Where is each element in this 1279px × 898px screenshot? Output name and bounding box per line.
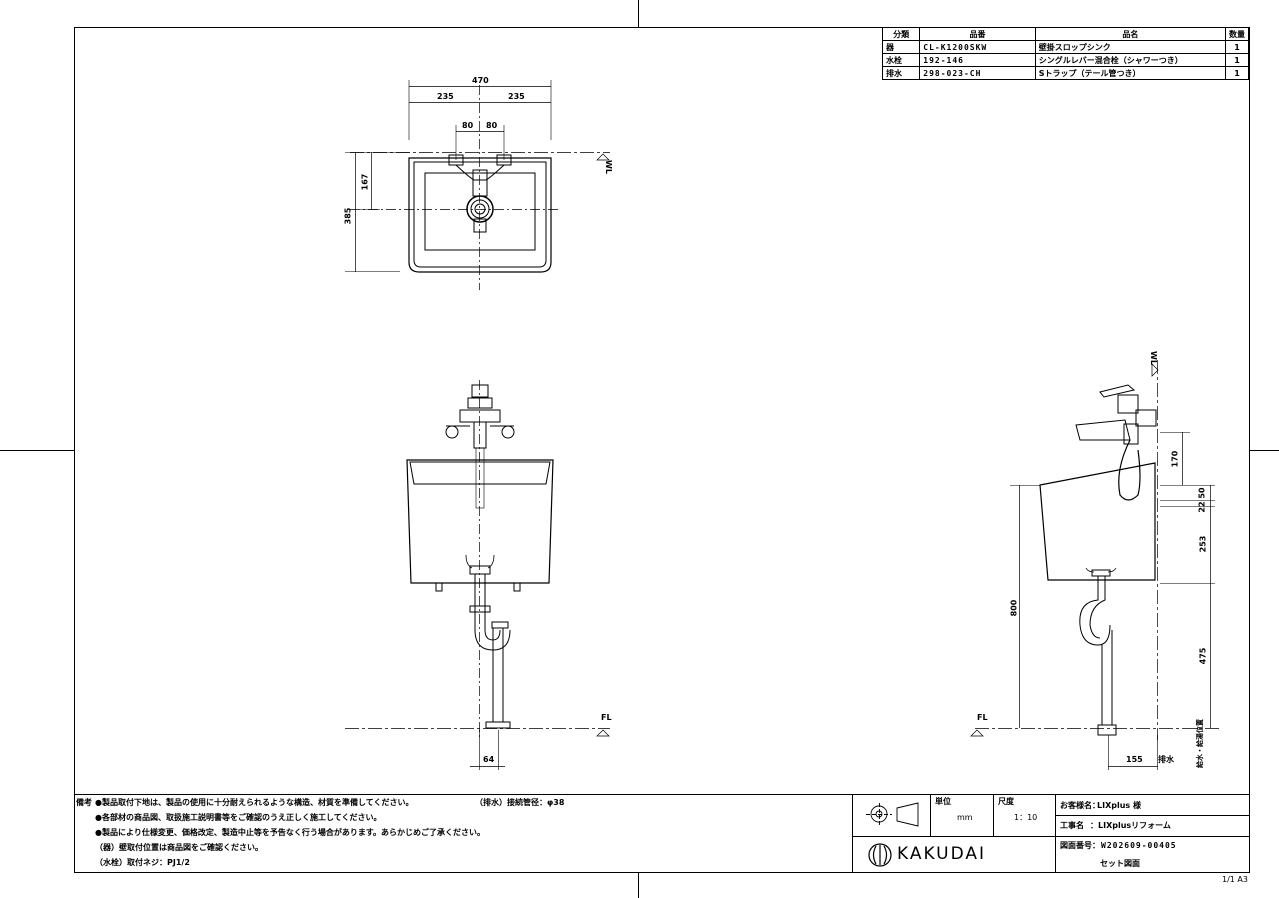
table-row: 器 CL-K1200SKW 壁掛スロップシンク 1 [881,40,1250,54]
table-row: 水栓 192-146 シングルレバー混合栓（シャワーつき） 1 [881,53,1250,67]
dim-faucet-height: 170 [1170,450,1180,468]
sink-outline-plan [408,157,552,273]
row-name: シングルレバー混合栓（シャワーつき） [1034,53,1226,67]
scale-value: 1：10 [1014,813,1038,822]
brand-name: KAKUDAI [897,844,987,864]
header-code: 品番 [919,27,1036,41]
dim-drain: 167 [360,173,370,191]
row-code: CL-K1200SKW [919,40,1036,54]
scale-label: 尺度 [998,797,1014,806]
drawing-frame [74,27,1250,873]
parts-table: 分類 品番 品名 数量 器 CL-K1200SKW 壁掛スロップシンク 1 水栓… [881,27,1250,80]
row-qty: 1 [1224,66,1250,80]
header-qty: 数量 [1224,27,1250,41]
side-view [970,360,1220,770]
dim-faucet-right: 80 [486,121,498,130]
unit-value: mm [957,813,973,822]
dim-drain-offset: 155 [1126,755,1143,764]
dim-pipe: 64 [483,755,495,764]
note-line: （水栓）取付ネジ：PJ1/2 [95,858,190,867]
dim-total-height: 800 [1009,599,1019,617]
dim-depth: 385 [343,207,353,225]
sink-body-front [406,459,554,584]
row-code: 192-146 [919,53,1036,67]
table-row: 排水 298-023-CH Sトラップ（テール管つき） 1 [881,66,1250,80]
sink-body-side [1039,462,1156,581]
note-line: ●製品取付下地は、製品の使用に十分耐えられるような構造、材質を準備してください。 [95,798,414,807]
dim-half-left: 235 [437,92,454,101]
row-qty: 1 [1224,53,1250,67]
wall-label-side: WL [1148,351,1158,365]
kakudai-logo-icon [868,843,892,867]
project-label: 工事名 [1060,821,1084,830]
wall-label-plan: WL [603,160,613,174]
row-name: Sトラップ（テール管つき） [1034,66,1226,80]
supply-note: 給水・給湯位置 [1196,719,1204,768]
drain-label: 排水 [1158,755,1174,764]
projection-symbol-icon [866,802,919,827]
notes-label: 備考 [76,798,92,807]
dim-drain-height: 475 [1198,647,1208,665]
plan-view [345,80,610,290]
row-category: 器 [881,40,921,54]
sheet-number: 1/1 A3 [1222,875,1248,884]
customer-label: お客様名： [1060,801,1100,810]
dim-width: 470 [472,76,489,85]
project-value: ：LIXplusリフォーム [1090,821,1171,830]
dim-half-right: 235 [508,92,525,101]
dim-faucet-left: 80 [462,121,474,130]
unit-label: 単位 [935,797,951,806]
row-code: 298-023-CH [919,66,1036,80]
drain-note: （排水）接続管径：φ38 [475,798,565,807]
drawing-number-value: W202609-00405 [1101,841,1177,850]
row-name: 壁掛スロップシンク [1034,40,1226,54]
note-line: （器）壁取付位置は商品図をご確認ください。 [95,843,263,852]
note-line: ●各部材の商品図、取扱施工説明書等をご確認のうえ正しく施工してください。 [95,813,382,822]
row-category: 排水 [881,66,921,80]
note-line: ●製品により仕様変更、価格改定、製造中止等を予告なく行う場合があります。あらかじ… [95,828,486,837]
header-name: 品名 [1034,27,1226,41]
drawing-number-label: 図面番号： [1060,841,1100,850]
drawing-type: セット図面 [1100,859,1140,868]
floor-label-front: FL [601,713,612,722]
floor-label-side: FL [977,713,988,722]
dim-b: 22 [1197,501,1207,513]
header-category: 分類 [881,27,921,41]
dim-bowl: 253 [1198,535,1208,553]
row-category: 水栓 [881,53,921,67]
customer-value: LIXplus 様 [1097,801,1141,810]
dim-a: 50 [1197,487,1207,499]
row-qty: 1 [1224,40,1250,54]
front-view [345,380,610,770]
parts-table-header: 分類 品番 品名 数量 [881,27,1250,41]
